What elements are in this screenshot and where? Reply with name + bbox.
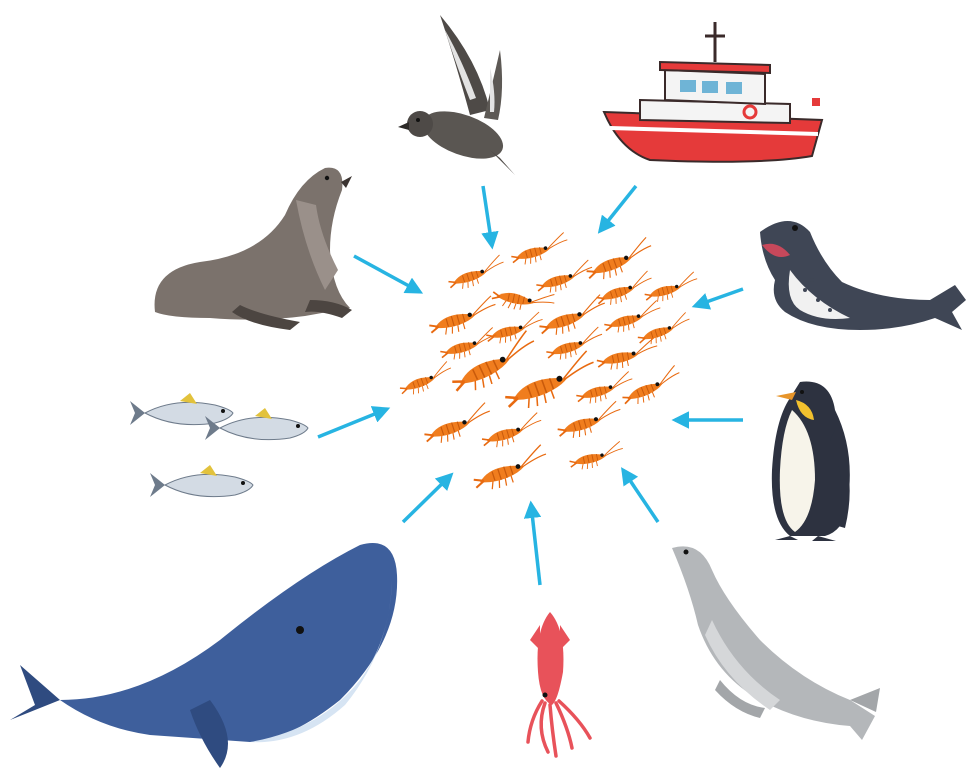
arrow-bird-to-krill	[481, 185, 499, 250]
arrow-grey-seal-to-krill	[621, 467, 660, 523]
arrow-boat-to-krill	[597, 184, 638, 234]
squid-icon	[526, 612, 592, 758]
arrow-sea-lion-to-krill	[353, 254, 424, 294]
arrow-whale-to-krill	[401, 472, 454, 524]
arrows	[317, 184, 744, 586]
tuna-fish-icon	[130, 393, 309, 498]
arrow-tuna-to-krill	[317, 406, 391, 439]
krill-swarm	[396, 231, 702, 496]
grey-seal-icon	[672, 546, 880, 740]
leopard-seal-icon	[760, 221, 966, 330]
sea-lion-icon	[154, 167, 352, 330]
blue-whale-icon	[10, 543, 398, 768]
arrow-leopard-seal-to-krill	[691, 287, 744, 310]
arrow-squid-to-krill	[523, 500, 542, 586]
emperor-penguin-icon	[771, 381, 850, 541]
petrel-bird-icon	[398, 15, 515, 175]
fishing-boat-icon	[602, 22, 824, 163]
